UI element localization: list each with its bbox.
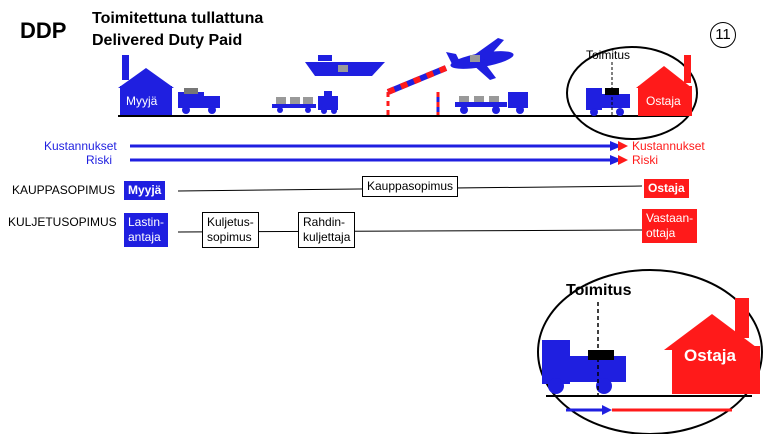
truck-icon	[178, 88, 220, 114]
title-english: Delivered Duty Paid	[92, 32, 243, 49]
buyer-house-icon	[636, 55, 692, 116]
shipper-box: Lastin- antaja	[124, 213, 169, 247]
slide-number-badge: 11	[710, 22, 736, 48]
costs-label-right: Kustannukset	[632, 139, 705, 153]
truck-trailer-icon	[455, 92, 528, 114]
zoom-ellipse	[537, 269, 763, 434]
risk-arrow	[130, 155, 628, 165]
ship-icon	[305, 55, 385, 76]
sales-row-label: KAUPPASOPIMUS	[12, 183, 116, 197]
transport-contract-box: Kuljetus- sopimus	[202, 212, 259, 248]
zoom-buyer-label: Ostaja	[684, 346, 736, 365]
risk-label-right: Riski	[632, 153, 658, 167]
costs-label-left: Kustannukset	[44, 139, 117, 153]
zoom-risk-arrow	[566, 405, 732, 415]
sales-seller-box: Myyjä	[124, 181, 166, 200]
seller-house-icon	[118, 55, 174, 116]
costs-arrow	[130, 141, 628, 151]
airplane-icon	[446, 38, 514, 80]
buyer-label: Ostaja	[646, 94, 681, 108]
customs-barrier-icon	[386, 65, 448, 116]
buyer-truck-icon	[586, 62, 630, 116]
trailer-icon	[272, 91, 338, 114]
sales-contract-box: Kauppasopimus	[362, 176, 459, 197]
consignee-box: Vastaan- ottaja	[642, 209, 698, 243]
sales-buyer-box: Ostaja	[644, 179, 689, 198]
seller-label: Myyjä	[126, 94, 158, 108]
risk-label-left: Riski	[86, 153, 112, 167]
page-subtitle: Toimitettuna tullattuna Delivered Duty P…	[92, 8, 263, 52]
page-title: DDP	[20, 18, 67, 43]
transport-row-label: KULJETUSOPIMUS	[8, 215, 117, 229]
delivery-label: Toimitus	[586, 48, 631, 62]
zoom-buyer-house-icon	[664, 298, 760, 394]
zoom-delivery-label: Toimitus	[566, 282, 632, 299]
zoom-truck-icon	[542, 302, 626, 396]
delivery-ellipse	[566, 46, 698, 140]
title-finnish: Toimitettuna tullattuna	[92, 10, 264, 27]
carrier-box: Rahdin- kuljettaja	[298, 212, 356, 248]
